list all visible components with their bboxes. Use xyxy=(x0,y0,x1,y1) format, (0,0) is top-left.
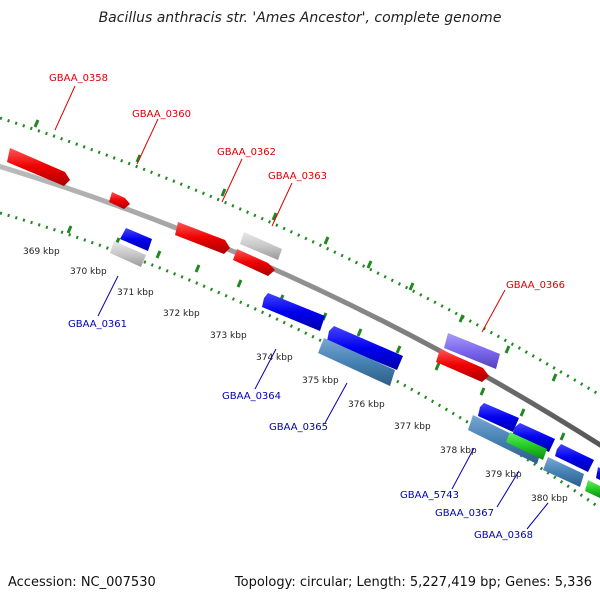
gene-gbaa-0365[interactable] xyxy=(318,338,395,386)
kbp-label: 377 kbp xyxy=(394,422,431,432)
gene-gbaa-0363[interactable] xyxy=(240,232,282,260)
gene-gbaa-0360[interactable] xyxy=(109,192,130,209)
gene-label[interactable]: GBAA_0365 xyxy=(269,422,328,433)
gene-label[interactable]: GBAA_0364 xyxy=(222,391,281,402)
reverse-strand-genes xyxy=(110,228,600,498)
gene-gbaa-0366[interactable] xyxy=(444,333,500,369)
kbp-label: 371 kbp xyxy=(117,288,154,298)
accession-text: Accession: NC_007530 xyxy=(8,575,156,590)
gene-label[interactable]: GBAA_0367 xyxy=(435,508,494,519)
forward-strand-genes xyxy=(7,148,500,382)
gene-label[interactable]: GBAA_0362 xyxy=(217,147,276,158)
inner-tick-track xyxy=(0,211,600,510)
map-title: Bacillus anthracis str. 'Ames Ancestor',… xyxy=(99,10,502,26)
gene-red-right[interactable] xyxy=(436,349,489,382)
gene-labels: GBAA_0358 GBAA_0360 GBAA_0362 GBAA_0363 … xyxy=(49,73,565,541)
gene-label[interactable]: GBAA_0366 xyxy=(506,280,565,291)
kbp-label: 370 kbp xyxy=(70,267,107,277)
gene-blue-right3[interactable] xyxy=(555,444,594,472)
gene-blue-right1[interactable] xyxy=(478,403,519,432)
gene-gbaa-0367[interactable] xyxy=(543,457,584,487)
gene-label[interactable]: GBAA_5743 xyxy=(400,490,459,501)
genome-backbone xyxy=(0,163,600,448)
gene-label[interactable]: GBAA_0360 xyxy=(132,109,191,120)
topology-text: Topology: circular; Length: 5,227,419 bp… xyxy=(234,575,592,590)
kbp-label: 380 kbp xyxy=(531,494,568,504)
kbp-label: 373 kbp xyxy=(210,331,247,341)
gene-red-small[interactable] xyxy=(233,249,275,276)
kbp-labels: 369 kbp 370 kbp 371 kbp 372 kbp 373 kbp … xyxy=(23,247,568,504)
gene-blue-long[interactable] xyxy=(327,326,403,370)
kbp-label: 379 kbp xyxy=(485,470,522,480)
gene-blue-edge[interactable] xyxy=(596,467,600,480)
kbp-label: 369 kbp xyxy=(23,247,60,257)
outer-major-ticks xyxy=(33,119,558,382)
gene-label[interactable]: GBAA_0368 xyxy=(474,530,533,541)
gene-gbaa-0358[interactable] xyxy=(7,148,70,186)
gene-blue-right2[interactable] xyxy=(512,423,555,452)
outer-tick-track xyxy=(0,116,600,397)
kbp-label: 378 kbp xyxy=(440,446,477,456)
label-leaders xyxy=(54,85,549,530)
gene-gbaa-0361[interactable] xyxy=(110,241,146,267)
gene-green[interactable] xyxy=(506,432,547,460)
kbp-label: 376 kbp xyxy=(348,400,385,410)
gene-green-edge[interactable] xyxy=(585,480,600,498)
kbp-label: 374 kbp xyxy=(256,353,293,363)
gene-gbaa-0362[interactable] xyxy=(175,222,230,254)
gene-gbaa-0364[interactable] xyxy=(262,293,325,331)
gene-gbaa-5743[interactable] xyxy=(468,415,542,464)
kbp-label: 375 kbp xyxy=(302,376,339,386)
gene-label[interactable]: GBAA_0358 xyxy=(49,73,108,84)
gene-blue-0361a[interactable] xyxy=(120,228,152,251)
kbp-label: 372 kbp xyxy=(163,309,200,319)
gene-label[interactable]: GBAA_0363 xyxy=(268,171,327,182)
gene-label[interactable]: GBAA_0361 xyxy=(68,319,127,330)
